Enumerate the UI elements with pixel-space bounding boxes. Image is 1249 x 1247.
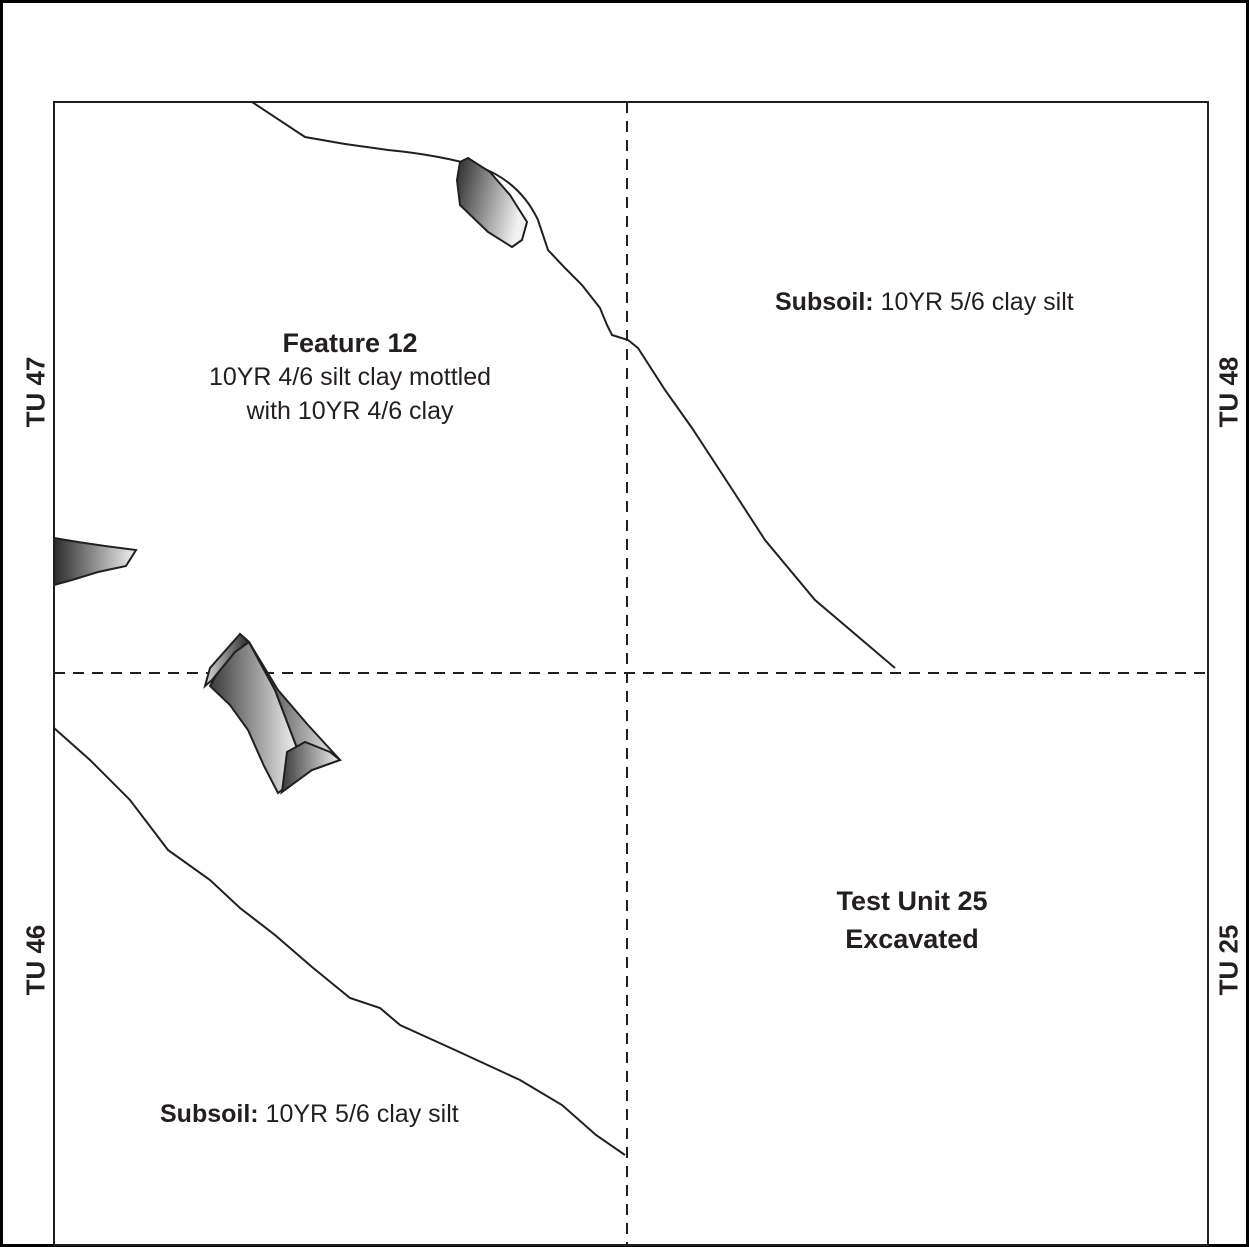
rock-inclusion-icon — [53, 536, 138, 587]
subsoil-label-sw-bold: Subsoil: — [160, 1100, 259, 1128]
test-unit-label: Test Unit 25 Excavated — [762, 882, 1062, 958]
side-label-tu25: TU 25 — [1213, 924, 1244, 996]
subsoil-label-ne-text: 10YR 5/6 clay silt — [873, 288, 1074, 316]
feature-title: Feature 12 — [282, 328, 418, 358]
feature-label: Feature 12 10YR 4/6 silt clay mottled wi… — [180, 326, 520, 428]
feature-boundary-upper — [251, 101, 896, 669]
subsoil-label-sw: Subsoil: 10YR 5/6 clay silt — [160, 1097, 459, 1131]
side-label-tu48: TU 48 — [1213, 356, 1244, 428]
feature-description-line2: with 10YR 4/6 clay — [246, 397, 454, 425]
subsoil-label-ne-bold: Subsoil: — [775, 288, 874, 316]
side-label-tu46: TU 46 — [20, 924, 51, 996]
subsoil-label-ne: Subsoil: 10YR 5/6 clay silt — [775, 285, 1074, 319]
side-label-tu47: TU 47 — [20, 356, 51, 428]
feature-description-line1: 10YR 4/6 silt clay mottled — [208, 363, 492, 391]
test-unit-line2: Excavated — [845, 924, 979, 954]
rock-inclusion-icon — [455, 156, 529, 249]
rock-inclusion-icon — [203, 632, 343, 795]
feature-boundary-lower — [53, 727, 626, 1156]
test-unit-line1: Test Unit 25 — [836, 886, 988, 916]
subsoil-label-sw-text: 10YR 5/6 clay silt — [258, 1100, 459, 1128]
